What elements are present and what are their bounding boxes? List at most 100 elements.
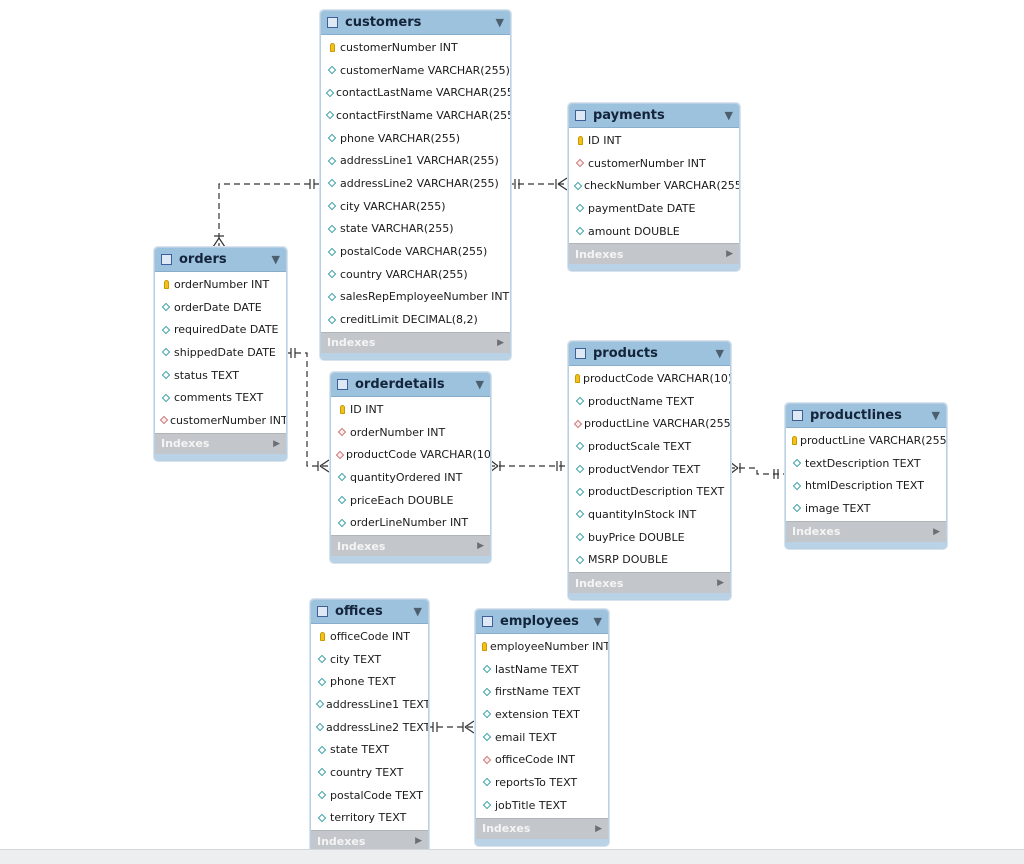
table-products[interactable]: products ▼ productCode VARCHAR(10)produc… xyxy=(568,341,731,601)
expand-arrow-icon[interactable]: ▶ xyxy=(497,337,504,348)
collapse-arrow-icon[interactable]: ▼ xyxy=(593,615,602,628)
column-row[interactable]: officeCode INT xyxy=(311,625,428,648)
column-row[interactable]: contactFirstName VARCHAR(255) xyxy=(321,104,510,127)
column-row[interactable]: textDescription TEXT xyxy=(786,452,946,475)
column-row[interactable]: checkNumber VARCHAR(255) xyxy=(569,174,739,197)
column-row[interactable]: addressLine1 TEXT xyxy=(311,693,428,716)
column-row[interactable]: buyPrice DOUBLE xyxy=(569,526,730,549)
indexes-section[interactable]: Indexes ▶ xyxy=(569,243,739,265)
collapse-arrow-icon[interactable]: ▼ xyxy=(931,409,940,422)
column-row[interactable]: email TEXT xyxy=(476,726,608,749)
column-row[interactable]: country VARCHAR(255) xyxy=(321,263,510,286)
collapse-arrow-icon[interactable]: ▼ xyxy=(475,378,484,391)
indexes-section[interactable]: Indexes ▶ xyxy=(331,535,490,557)
column-row[interactable]: addressLine1 VARCHAR(255) xyxy=(321,149,510,172)
column-row[interactable]: image TEXT xyxy=(786,497,946,520)
column-row[interactable]: customerNumber INT xyxy=(155,409,286,432)
column-row[interactable]: employeeNumber INT xyxy=(476,635,608,658)
column-row[interactable]: productLine VARCHAR(255) xyxy=(569,412,730,435)
column-row[interactable]: officeCode INT xyxy=(476,748,608,771)
column-row[interactable]: productLine VARCHAR(255) xyxy=(786,429,946,452)
indexes-section[interactable]: Indexes ▶ xyxy=(155,432,286,454)
column-row[interactable]: ID INT xyxy=(331,398,490,421)
expand-arrow-icon[interactable]: ▶ xyxy=(717,578,724,589)
column-row[interactable]: contactLastName VARCHAR(255) xyxy=(321,81,510,104)
indexes-section[interactable]: Indexes ▶ xyxy=(321,331,510,353)
column-row[interactable]: territory TEXT xyxy=(311,807,428,830)
column-row[interactable]: postalCode VARCHAR(255) xyxy=(321,240,510,263)
collapse-arrow-icon[interactable]: ▼ xyxy=(724,109,733,122)
column-row[interactable]: quantityOrdered INT xyxy=(331,466,490,489)
collapse-arrow-icon[interactable]: ▼ xyxy=(413,605,422,618)
column-row[interactable]: orderLineNumber INT xyxy=(331,511,490,534)
column-row[interactable]: productCode VARCHAR(10) xyxy=(569,367,730,390)
column-row[interactable]: city VARCHAR(255) xyxy=(321,195,510,218)
indexes-section[interactable]: Indexes ▶ xyxy=(569,572,730,594)
column-row[interactable]: customerNumber INT xyxy=(321,36,510,59)
column-row[interactable]: postalCode TEXT xyxy=(311,784,428,807)
column-row[interactable]: quantityInStock INT xyxy=(569,503,730,526)
column-row[interactable]: comments TEXT xyxy=(155,386,286,409)
column-row[interactable]: MSRP DOUBLE xyxy=(569,549,730,572)
column-row[interactable]: orderNumber INT xyxy=(331,421,490,444)
expand-arrow-icon[interactable]: ▶ xyxy=(273,438,280,449)
column-row[interactable]: extension TEXT xyxy=(476,703,608,726)
column-row[interactable]: amount DOUBLE xyxy=(569,220,739,243)
column-row[interactable]: phone VARCHAR(255) xyxy=(321,127,510,150)
column-row[interactable]: shippedDate DATE xyxy=(155,341,286,364)
table-header[interactable]: orders ▼ xyxy=(155,248,286,272)
column-row[interactable]: htmlDescription TEXT xyxy=(786,474,946,497)
column-row[interactable]: addressLine2 VARCHAR(255) xyxy=(321,172,510,195)
column-row[interactable]: lastName TEXT xyxy=(476,658,608,681)
table-productlines[interactable]: productlines ▼ productLine VARCHAR(255)t… xyxy=(785,403,947,549)
column-row[interactable]: productScale TEXT xyxy=(569,435,730,458)
column-row[interactable]: firstName TEXT xyxy=(476,680,608,703)
column-row[interactable]: customerNumber INT xyxy=(569,152,739,175)
column-row[interactable]: orderNumber INT xyxy=(155,273,286,296)
column-row[interactable]: jobTitle TEXT xyxy=(476,794,608,817)
table-header[interactable]: payments ▼ xyxy=(569,104,739,128)
column-row[interactable]: city TEXT xyxy=(311,648,428,671)
table-header[interactable]: offices ▼ xyxy=(311,600,428,624)
expand-arrow-icon[interactable]: ▶ xyxy=(726,249,733,260)
collapse-arrow-icon[interactable]: ▼ xyxy=(495,16,504,29)
column-row[interactable]: state TEXT xyxy=(311,738,428,761)
column-row[interactable]: addressLine2 TEXT xyxy=(311,716,428,739)
column-row[interactable]: country TEXT xyxy=(311,761,428,784)
indexes-section[interactable]: Indexes ▶ xyxy=(311,830,428,852)
collapse-arrow-icon[interactable]: ▼ xyxy=(271,253,280,266)
column-row[interactable]: customerName VARCHAR(255) xyxy=(321,59,510,82)
column-row[interactable]: productCode VARCHAR(10) xyxy=(331,443,490,466)
table-header[interactable]: products ▼ xyxy=(569,342,730,366)
expand-arrow-icon[interactable]: ▶ xyxy=(415,836,422,847)
expand-arrow-icon[interactable]: ▶ xyxy=(933,526,940,537)
column-row[interactable]: phone TEXT xyxy=(311,670,428,693)
column-row[interactable]: productVendor TEXT xyxy=(569,458,730,481)
column-row[interactable]: state VARCHAR(255) xyxy=(321,218,510,241)
indexes-section[interactable]: Indexes ▶ xyxy=(476,817,608,839)
collapse-arrow-icon[interactable]: ▼ xyxy=(715,347,724,360)
column-row[interactable]: salesRepEmployeeNumber INT xyxy=(321,286,510,309)
column-row[interactable]: orderDate DATE xyxy=(155,296,286,319)
column-row[interactable]: paymentDate DATE xyxy=(569,197,739,220)
column-row[interactable]: priceEach DOUBLE xyxy=(331,489,490,512)
column-row[interactable]: status TEXT xyxy=(155,364,286,387)
column-row[interactable]: creditLimit DECIMAL(8,2) xyxy=(321,308,510,331)
expand-arrow-icon[interactable]: ▶ xyxy=(595,823,602,834)
table-header[interactable]: orderdetails ▼ xyxy=(331,373,490,397)
table-header[interactable]: productlines ▼ xyxy=(786,404,946,428)
column-row[interactable]: ID INT xyxy=(569,129,739,152)
column-row[interactable]: requiredDate DATE xyxy=(155,318,286,341)
expand-arrow-icon[interactable]: ▶ xyxy=(477,541,484,552)
column-row[interactable]: reportsTo TEXT xyxy=(476,771,608,794)
table-header[interactable]: employees ▼ xyxy=(476,610,608,634)
column-row[interactable]: productName TEXT xyxy=(569,390,730,413)
table-header[interactable]: customers ▼ xyxy=(321,11,510,35)
indexes-section[interactable]: Indexes ▶ xyxy=(786,520,946,542)
